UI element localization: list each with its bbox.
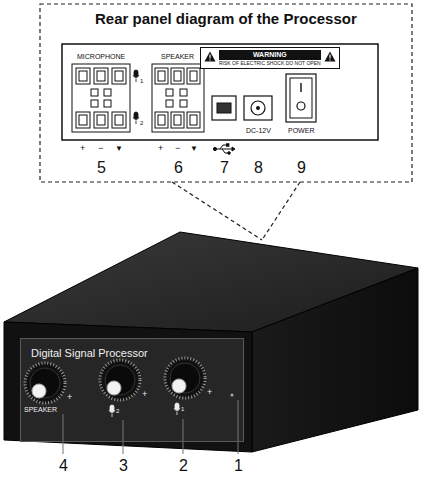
callout-number: 5	[97, 160, 106, 176]
rear-panel	[62, 44, 378, 140]
dc-jack	[244, 96, 272, 120]
callout-number: 2	[179, 458, 188, 474]
channel-number: 1	[181, 406, 184, 412]
warning-triangle	[324, 51, 336, 62]
terminal-label: MICROPHONE	[77, 53, 125, 60]
dc-jack	[256, 106, 260, 110]
mic-symbol	[133, 70, 139, 124]
callout-number: 6	[174, 160, 183, 176]
callout-number: 4	[59, 458, 68, 474]
port-label: POWER	[288, 127, 314, 134]
callout-number: 3	[119, 458, 128, 474]
channel-number: 1	[140, 78, 143, 84]
port-label: DC-12V	[246, 127, 271, 134]
node-heading: Digital Signal Processor	[31, 347, 233, 359]
callout-number: 1	[234, 458, 243, 474]
node-body: RISK OF ELECTRIC SHOCK DO NOT OPEN	[219, 61, 321, 67]
power-switch	[297, 102, 305, 110]
indicator-dot	[231, 394, 234, 397]
front-plate	[20, 338, 244, 442]
power-switch	[286, 74, 316, 122]
polarity-mark: −	[98, 144, 103, 153]
callout-number: 8	[254, 160, 263, 176]
terminal-block	[152, 64, 204, 132]
dc-jack	[251, 101, 265, 115]
polarity-mark: +	[80, 144, 85, 153]
channel-number: 2	[116, 408, 119, 414]
callout-number: 9	[297, 160, 306, 176]
channel-number: 2	[140, 120, 143, 126]
terminal-block	[72, 64, 130, 132]
knob-mark: +	[67, 393, 72, 402]
polarity-mark: ▼	[190, 145, 198, 153]
power-switch	[290, 78, 312, 118]
knob	[165, 358, 205, 398]
callout-box	[40, 4, 412, 182]
terminal-label: SPEAKER	[161, 53, 194, 60]
knob-label: SPEAKER	[24, 406, 57, 413]
polarity-mark: +	[158, 144, 163, 153]
usb-port	[212, 96, 236, 120]
mic-symbol	[109, 403, 180, 417]
knob-mark: +	[142, 390, 147, 399]
knob	[100, 360, 140, 400]
warning-label: WARNINGRISK OF ELECTRIC SHOCK DO NOT OPE…	[200, 47, 340, 69]
usb-symbol	[213, 144, 235, 155]
leader-line	[63, 400, 238, 454]
polarity-mark: −	[175, 144, 180, 153]
device-side	[252, 268, 418, 452]
polarity-mark: ▼	[115, 145, 123, 153]
warning-triangle	[204, 51, 216, 62]
knob	[25, 363, 65, 403]
power-switch	[300, 83, 301, 92]
title: Rear panel diagram of the Processor	[95, 11, 357, 26]
node-heading: WARNING	[219, 50, 321, 60]
knob-mark: +	[207, 388, 212, 397]
callout-pointer	[172, 182, 300, 240]
usb-port	[217, 103, 231, 113]
callout-number: 7	[220, 160, 229, 176]
device-front	[4, 322, 252, 452]
